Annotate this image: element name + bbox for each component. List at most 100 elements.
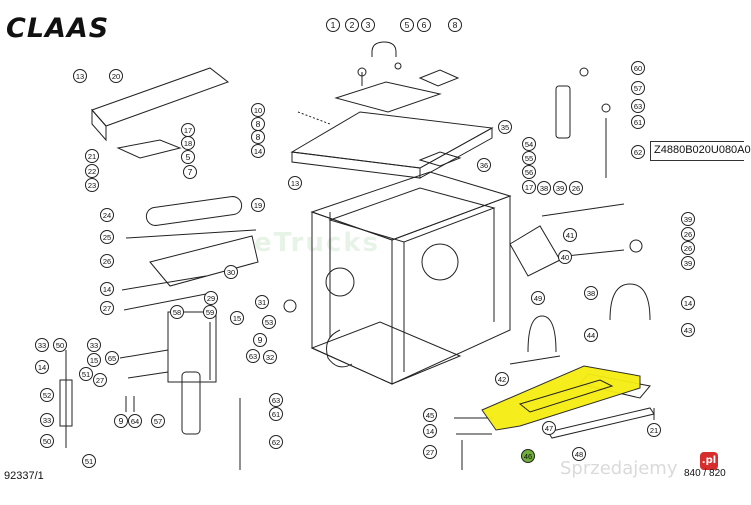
callout-label: 22 xyxy=(88,167,96,176)
watermark-badge: .pl xyxy=(700,452,718,470)
callout-62: 62 xyxy=(631,145,645,159)
callout-9: 9 xyxy=(253,333,267,347)
callout-label: 23 xyxy=(88,181,96,190)
callout-label: 18 xyxy=(184,139,192,148)
callout-label: 26 xyxy=(684,244,692,253)
callout-label: 65 xyxy=(108,354,116,363)
callout-63: 63 xyxy=(246,349,260,363)
callout-3: 3 xyxy=(361,18,375,32)
callout-label: 14 xyxy=(684,299,692,308)
callout-61: 61 xyxy=(269,407,283,421)
callout-label: 26 xyxy=(103,257,111,266)
callout-label: 33 xyxy=(90,341,98,350)
callout-label: 15 xyxy=(233,314,241,323)
callout-39: 39 xyxy=(681,256,695,270)
highlighted-part-46 xyxy=(481,365,641,431)
callout-label: 59 xyxy=(206,308,214,317)
callout-8: 8 xyxy=(251,117,265,131)
callout-label: 14 xyxy=(103,285,111,294)
callout-label: 33 xyxy=(43,416,51,425)
callout-48: 48 xyxy=(572,447,586,461)
callout-label: 48 xyxy=(575,450,583,459)
callout-label: 31 xyxy=(258,298,266,307)
callout-label: 42 xyxy=(498,375,506,384)
callout-label: 27 xyxy=(96,376,104,385)
callout-label: 19 xyxy=(254,201,262,210)
callout-1: 1 xyxy=(326,18,340,32)
callout-15: 15 xyxy=(230,311,244,325)
callout-label: 9 xyxy=(119,416,124,426)
callout-label: 38 xyxy=(540,184,548,193)
watermark-site: Sprzedajemy xyxy=(560,458,678,479)
callout-label: 46 xyxy=(524,452,532,461)
callout-63: 63 xyxy=(269,393,283,407)
callout-10: 10 xyxy=(251,103,265,117)
callout-label: 8 xyxy=(256,119,261,129)
callout-label: 40 xyxy=(561,253,569,262)
callout-27: 27 xyxy=(100,301,114,315)
callout-label: 63 xyxy=(249,352,257,361)
page-reference: 840 / 820 xyxy=(684,468,726,479)
callout-8: 8 xyxy=(448,18,462,32)
callout-label: 1 xyxy=(331,20,336,30)
callout-label: 51 xyxy=(85,457,93,466)
part-code-label: Z4880B020U080A0 xyxy=(650,141,751,161)
callout-47: 47 xyxy=(542,421,556,435)
callout-20: 20 xyxy=(109,69,123,83)
logo-text: CLAAS xyxy=(6,13,110,44)
callout-2: 2 xyxy=(345,18,359,32)
callout-label: 63 xyxy=(272,396,280,405)
callout-33: 33 xyxy=(35,338,49,352)
callout-label: 58 xyxy=(173,308,181,317)
callout-label: 39 xyxy=(556,184,564,193)
callout-label: 38 xyxy=(587,289,595,298)
callout-39: 39 xyxy=(681,212,695,226)
callout-33: 33 xyxy=(87,338,101,352)
callout-label: 9 xyxy=(258,335,263,345)
callout-label: 8 xyxy=(453,20,458,30)
callout-40: 40 xyxy=(558,250,572,264)
callout-53: 53 xyxy=(262,315,276,329)
callout-label: 64 xyxy=(131,417,139,426)
callout-label: 20 xyxy=(112,72,120,81)
callout-13: 13 xyxy=(288,176,302,190)
callout-17: 17 xyxy=(181,123,195,137)
watermark-text: eTrucks xyxy=(254,228,381,258)
callout-label: 56 xyxy=(525,168,533,177)
brand-logo: CLAAS xyxy=(6,14,122,44)
callout-21: 21 xyxy=(647,423,661,437)
callout-35: 35 xyxy=(498,120,512,134)
callout-57: 57 xyxy=(631,81,645,95)
callout-17: 17 xyxy=(522,180,536,194)
left-parts-illustration xyxy=(59,67,297,470)
callout-label: 6 xyxy=(422,20,427,30)
callout-label: 30 xyxy=(227,268,235,277)
callout-label: 14 xyxy=(38,363,46,372)
callout-15: 15 xyxy=(87,353,101,367)
callout-label: 50 xyxy=(56,341,64,350)
callout-18: 18 xyxy=(181,136,195,150)
callout-label: 39 xyxy=(684,215,692,224)
callout-label: 57 xyxy=(634,84,642,93)
callout-13: 13 xyxy=(73,69,87,83)
callout-label: 29 xyxy=(207,294,215,303)
callout-label: 26 xyxy=(684,230,692,239)
top-plate-illustration xyxy=(290,41,494,179)
callout-label: 62 xyxy=(272,438,280,447)
callout-21: 21 xyxy=(85,149,99,163)
callout-39: 39 xyxy=(553,181,567,195)
callout-label: 14 xyxy=(426,427,434,436)
callout-7: 7 xyxy=(183,165,197,179)
callout-44: 44 xyxy=(584,328,598,342)
callout-label: 10 xyxy=(254,106,262,115)
callout-45: 45 xyxy=(423,408,437,422)
callout-26: 26 xyxy=(681,241,695,255)
callout-43: 43 xyxy=(681,323,695,337)
callout-63: 63 xyxy=(631,99,645,113)
callout-25: 25 xyxy=(100,230,114,244)
callout-60: 60 xyxy=(631,61,645,75)
callout-label: 62 xyxy=(634,148,642,157)
callout-31: 31 xyxy=(255,295,269,309)
main-frame-illustration xyxy=(310,171,512,385)
